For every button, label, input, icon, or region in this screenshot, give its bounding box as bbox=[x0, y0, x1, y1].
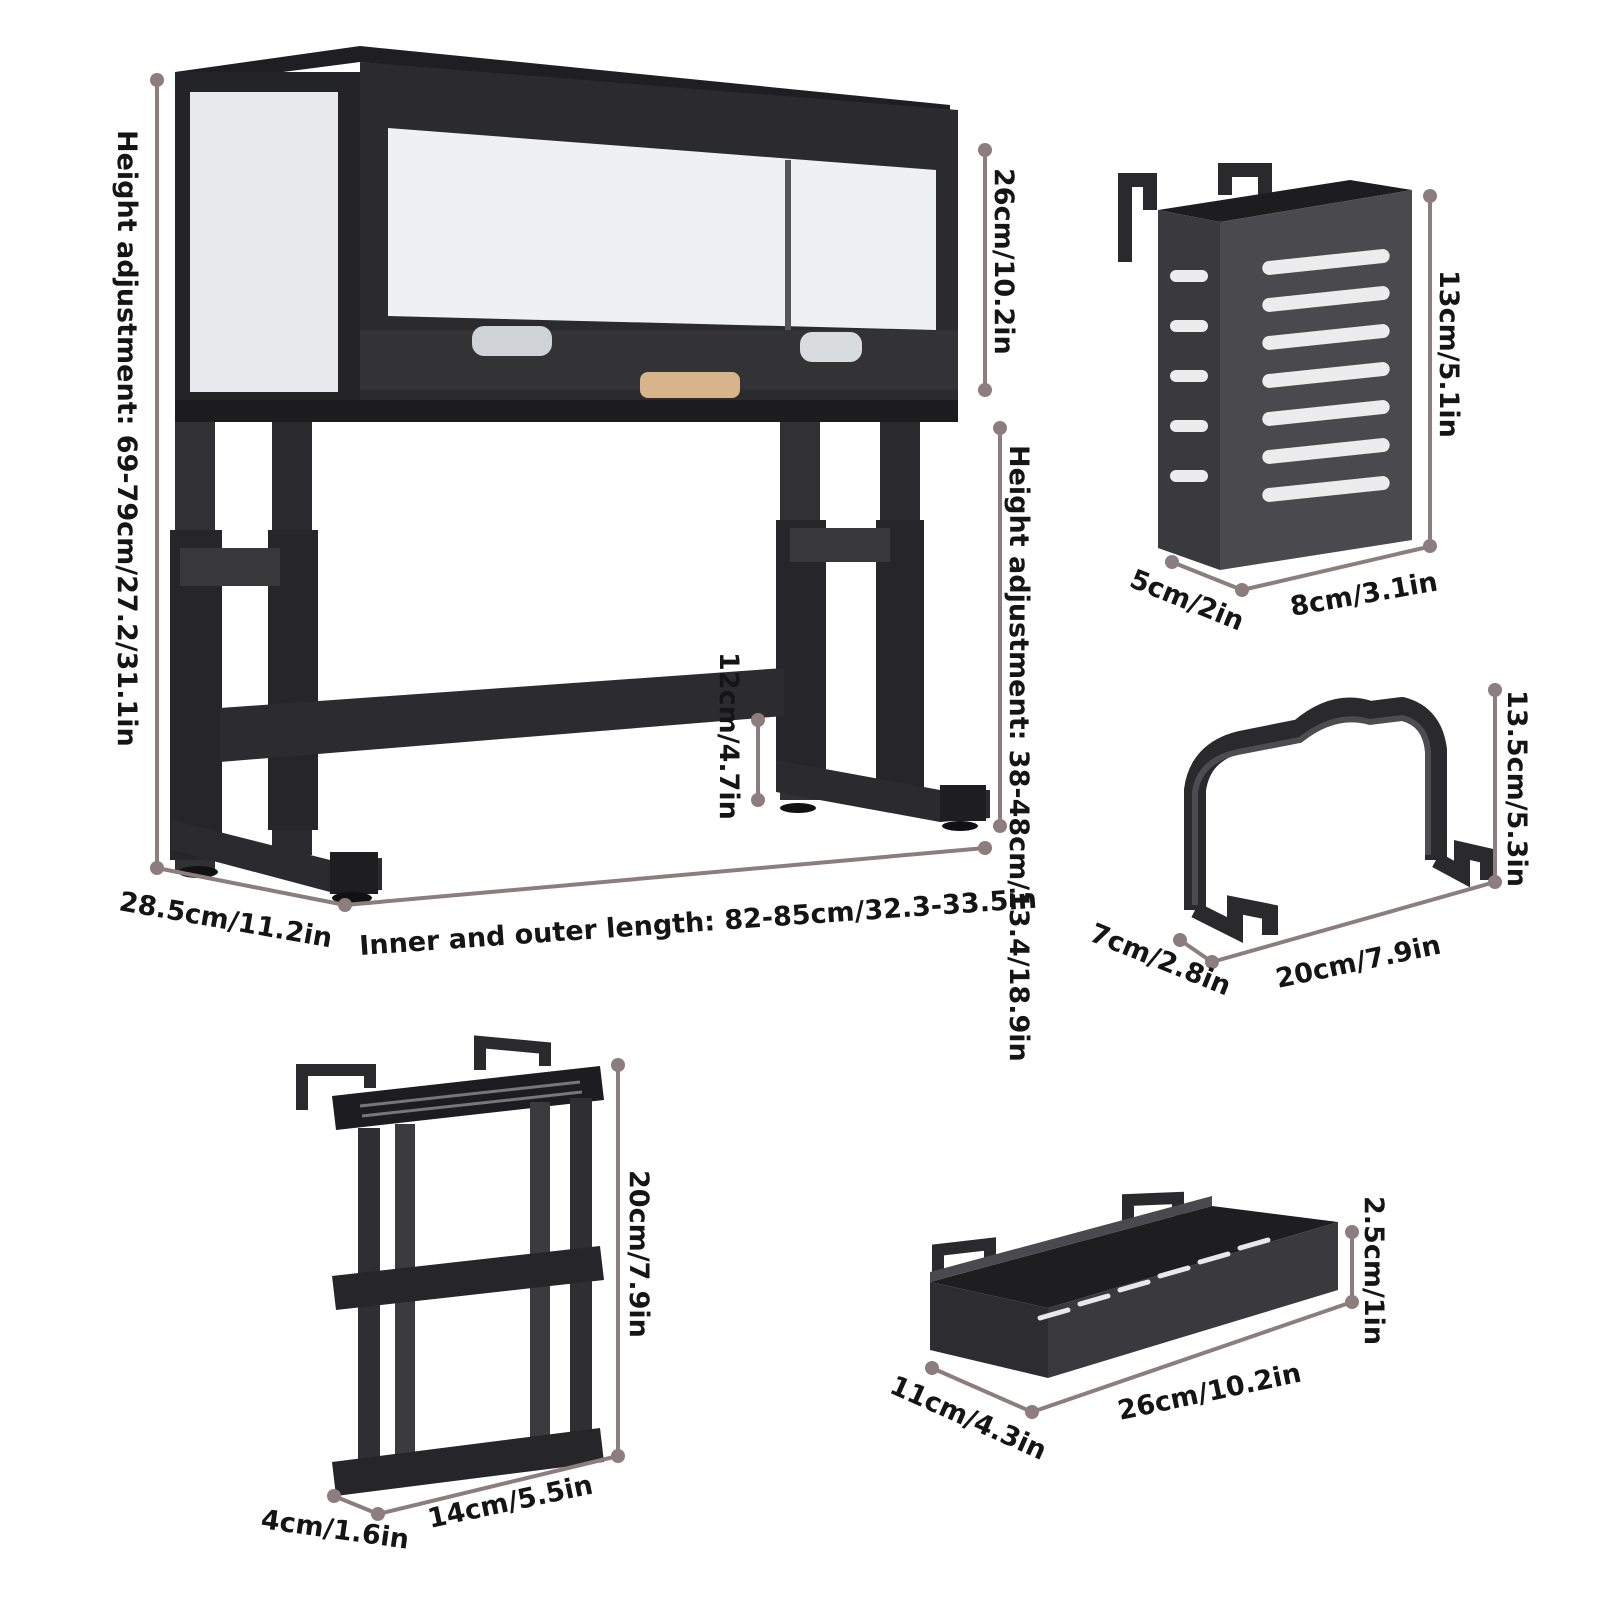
total-height-label: Height adjustment: 69-79cm/27.2/31.1in bbox=[111, 130, 142, 747]
tray-hook bbox=[932, 1237, 996, 1272]
right-sleeve bbox=[776, 520, 826, 790]
cabinet-front-panel bbox=[388, 128, 936, 330]
right-foot-front bbox=[940, 785, 986, 821]
bracket-frame bbox=[1184, 697, 1447, 910]
right-foot bbox=[776, 760, 990, 822]
cabinet-base bbox=[175, 400, 958, 422]
tray-slots bbox=[1037, 1237, 1271, 1321]
holder-side bbox=[1158, 210, 1220, 570]
foot-pad bbox=[780, 803, 816, 813]
sponge-tray-dots bbox=[925, 1225, 1359, 1419]
utensil-holder-dimensions bbox=[1171, 196, 1433, 592]
main-rack-dimensions bbox=[155, 80, 1002, 907]
cabinet-handle bbox=[640, 372, 740, 398]
knife-rack-hook bbox=[296, 1064, 376, 1110]
knife-rack-middle-bar bbox=[332, 1246, 604, 1310]
tray-icon bbox=[930, 1191, 1338, 1378]
depth-line bbox=[156, 866, 346, 907]
holder-top bbox=[1158, 180, 1412, 222]
cup-window bbox=[472, 326, 552, 356]
left-side-brace bbox=[180, 548, 280, 586]
bracket-frame-inner bbox=[1192, 714, 1431, 905]
lid-height-label: 13.5cm/5.3in bbox=[1501, 690, 1532, 887]
tray-width-label: 26cm/10.2in bbox=[1115, 1358, 1304, 1427]
knife-rack-dots bbox=[327, 1058, 625, 1521]
knife-slot bbox=[359, 1080, 581, 1108]
lower-crossbar bbox=[220, 668, 784, 762]
utensil-height-label: 13cm/5.1in bbox=[1433, 270, 1464, 438]
foot-pad bbox=[942, 821, 978, 831]
utensil-holder-dots bbox=[1165, 189, 1437, 597]
cabinet-rack-icon bbox=[170, 46, 990, 904]
left-foot bbox=[172, 820, 382, 892]
main-rack-dimension-dots bbox=[150, 73, 1007, 912]
tray-back-wall bbox=[930, 1196, 1212, 1282]
bracket-foot-left bbox=[1191, 895, 1278, 943]
right-side-brace bbox=[790, 528, 890, 562]
holder-hook bbox=[1218, 163, 1272, 195]
knife-rack-icon bbox=[296, 1035, 604, 1496]
knife-rack-bottom-bar bbox=[332, 1428, 604, 1496]
bracket-foot-right bbox=[1432, 839, 1496, 888]
holder-hook bbox=[1118, 173, 1157, 262]
knife-slot bbox=[361, 1090, 583, 1118]
tray-height-label: 2.5cm/1in bbox=[1358, 1196, 1389, 1345]
sponge-tray-dimensions bbox=[931, 1232, 1354, 1414]
tray-inner bbox=[930, 1206, 1338, 1308]
cabinet-side-panel bbox=[190, 92, 338, 392]
crossbar-height-label: 12cm/4.7in bbox=[713, 652, 744, 820]
utensil-depth-label: 5cm/2in bbox=[1125, 564, 1248, 638]
knife-rack-hook bbox=[474, 1035, 551, 1070]
length-line bbox=[344, 846, 986, 907]
left-foot-front bbox=[330, 852, 378, 894]
knife-rack-dimensions bbox=[333, 1065, 620, 1516]
cabinet-height-label: 26cm/10.2in bbox=[988, 168, 1019, 355]
tray-long-wall bbox=[1048, 1222, 1338, 1378]
knife-height-label: 20cm/7.9in bbox=[623, 1170, 654, 1338]
knife-rack-top bbox=[332, 1066, 604, 1130]
holder-slots bbox=[1170, 249, 1390, 502]
u-bracket-icon bbox=[1184, 697, 1496, 943]
tray-front-wall bbox=[930, 1282, 1048, 1378]
cup-window bbox=[800, 332, 862, 362]
lid-holder-dots bbox=[1173, 683, 1502, 969]
leg-height-label: Height adjustment: 38-48cm/13.4/18.9in bbox=[1003, 445, 1034, 1062]
right-sleeve-back bbox=[876, 520, 924, 790]
